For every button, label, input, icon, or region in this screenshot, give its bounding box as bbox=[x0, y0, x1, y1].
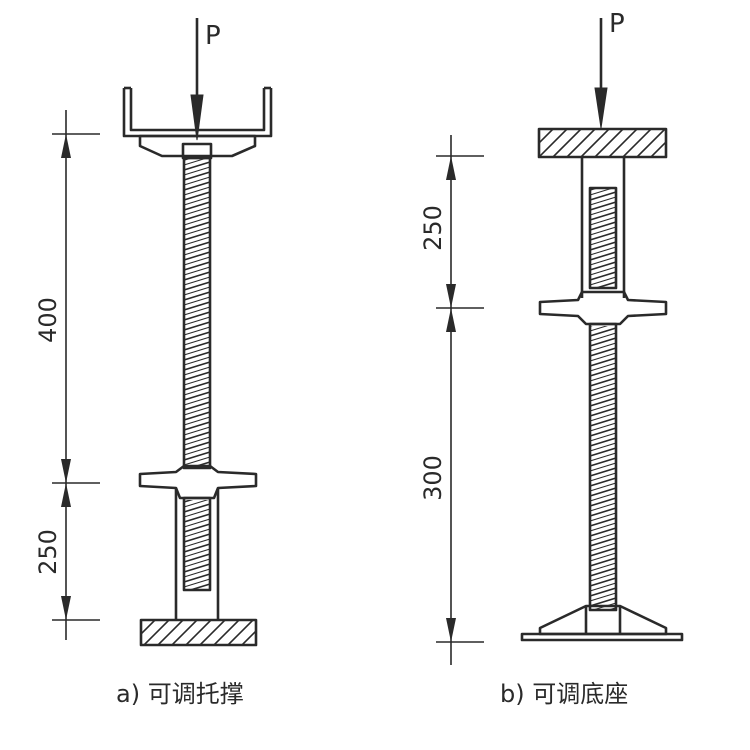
base-plate-a bbox=[139, 618, 258, 647]
load-arrow-b bbox=[594, 18, 608, 129]
base-foot-b bbox=[520, 604, 684, 642]
screw-rod-b-upper bbox=[588, 186, 618, 290]
load-arrow-a bbox=[190, 18, 204, 141]
dimension-lines-a bbox=[52, 110, 100, 640]
figure-a-adjustable-top-support: P bbox=[34, 18, 273, 708]
load-label-b: P bbox=[609, 9, 625, 39]
dimension-label-a-400: 400 bbox=[34, 297, 62, 343]
top-plate-b bbox=[537, 127, 668, 159]
dimension-label-b-300: 300 bbox=[419, 455, 447, 501]
load-label-a: P bbox=[205, 21, 221, 51]
adjusting-nut-b bbox=[538, 290, 668, 326]
adjusting-nut-a bbox=[138, 464, 258, 500]
caption-a: a) 可调托撑 bbox=[116, 680, 244, 708]
caption-b: b) 可调底座 bbox=[500, 680, 628, 708]
screw-rod-b-lower bbox=[588, 322, 618, 612]
screw-rod-a-lower bbox=[182, 496, 212, 592]
dimension-label-b-250: 250 bbox=[419, 205, 447, 251]
dimension-lines-b bbox=[436, 135, 484, 665]
dimension-label-a-250: 250 bbox=[34, 529, 62, 575]
head-base bbox=[138, 134, 257, 158]
screw-rod-a-upper bbox=[182, 156, 212, 470]
figure-b-adjustable-base: P bbox=[419, 9, 684, 708]
